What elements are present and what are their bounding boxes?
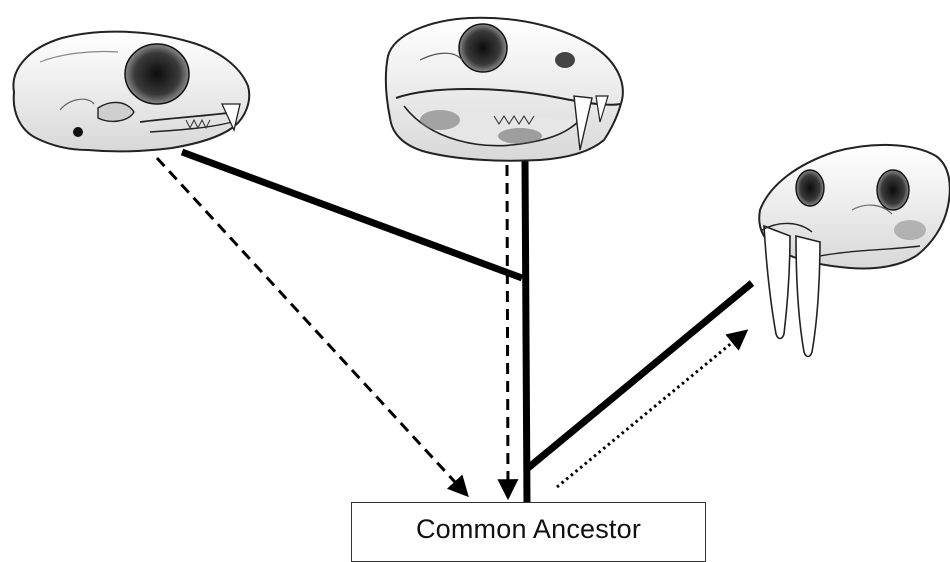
common-ancestor-label: Common Ancestor (416, 514, 641, 545)
trunk-line (525, 160, 527, 505)
feline-skull-icon (13, 32, 249, 152)
common-ancestor-box: Common Ancestor (351, 502, 706, 562)
pantherine-skull-icon (386, 18, 623, 161)
tree-branches (182, 152, 752, 505)
left-branch-line (182, 152, 522, 278)
dotted-arrow (557, 332, 745, 487)
right-branch-line (528, 283, 752, 468)
left-dashed-arrow (157, 158, 466, 494)
middle-dashed-arrow (507, 165, 508, 496)
sabertooth-skull-icon (759, 145, 950, 357)
